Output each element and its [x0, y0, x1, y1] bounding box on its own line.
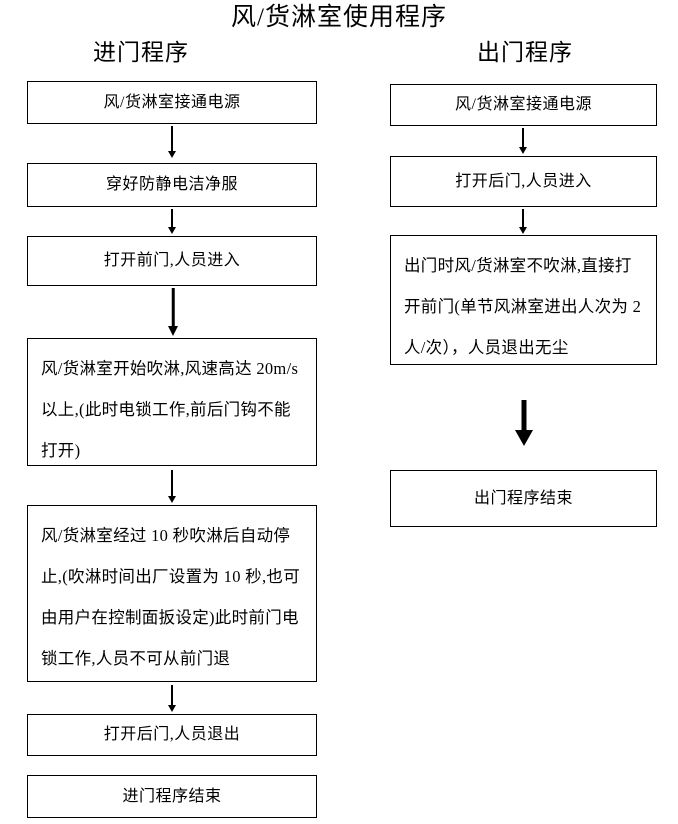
node-exit-power-label: 风/货淋室接通电源: [455, 96, 592, 113]
node-entry-power[interactable]: 风/货淋室接通电源: [27, 81, 317, 124]
node-exit-no-blow[interactable]: 出门时风/货淋室不吹淋,直接打开前门(单节风淋室进出人次为 2 人/次），人员退…: [390, 235, 657, 365]
node-exit-end[interactable]: 出门程序结束: [390, 470, 657, 527]
node-entry-suit[interactable]: 穿好防静电洁净服: [27, 163, 317, 207]
node-entry-blow-label: 风/货淋室开始吹淋,风速高达 20m/s 以上,(此时电锁工作,前后门钩不能打开…: [41, 359, 299, 460]
node-entry-suit-label: 穿好防静电洁净服: [105, 176, 238, 193]
arrow-down-icon: [514, 209, 532, 234]
arrow-down-icon: [163, 209, 181, 234]
node-entry-rear-door[interactable]: 打开后门,人员退出: [27, 714, 317, 756]
column-header-entry: 进门程序: [93, 40, 189, 65]
node-exit-no-blow-label: 出门时风/货淋室不吹淋,直接打开前门(单节风淋室进出人次为 2 人/次），人员退…: [404, 256, 642, 357]
node-exit-power[interactable]: 风/货淋室接通电源: [390, 84, 657, 126]
arrow-down-icon: [163, 288, 183, 336]
page-title: 风/货淋室使用程序: [231, 4, 447, 31]
node-exit-rear-door[interactable]: 打开后门,人员进入: [390, 156, 657, 207]
node-entry-front-door-label: 打开前门,人员进入: [103, 252, 241, 269]
node-entry-front-door[interactable]: 打开前门,人员进入: [27, 236, 317, 286]
node-entry-blow[interactable]: 风/货淋室开始吹淋,风速高达 20m/s 以上,(此时电锁工作,前后门钩不能打开…: [27, 338, 317, 466]
node-entry-stop[interactable]: 风/货淋室经过 10 秒吹淋后自动停止,(吹淋时间出厂设置为 10 秒,也可由用…: [27, 505, 317, 682]
arrow-down-icon: [163, 470, 181, 503]
node-exit-rear-door-label: 打开后门,人员进入: [455, 172, 592, 190]
column-header-exit: 出门程序: [477, 40, 573, 65]
node-exit-end-label: 出门程序结束: [473, 489, 573, 507]
arrow-down-icon: [514, 128, 532, 154]
node-entry-power-label: 风/货淋室接通电源: [103, 93, 241, 111]
node-entry-end[interactable]: 进门程序结束: [27, 775, 317, 818]
node-entry-stop-label: 风/货淋室经过 10 秒吹淋后自动停止,(吹淋时间出厂设置为 10 秒,也可由用…: [41, 526, 300, 668]
arrow-down-icon: [163, 685, 181, 712]
node-entry-rear-door-label: 打开后门,人员退出: [103, 726, 241, 743]
arrow-down-icon: [163, 126, 181, 158]
node-entry-end-label: 进门程序结束: [122, 787, 222, 805]
arrow-down-icon: [512, 400, 536, 446]
